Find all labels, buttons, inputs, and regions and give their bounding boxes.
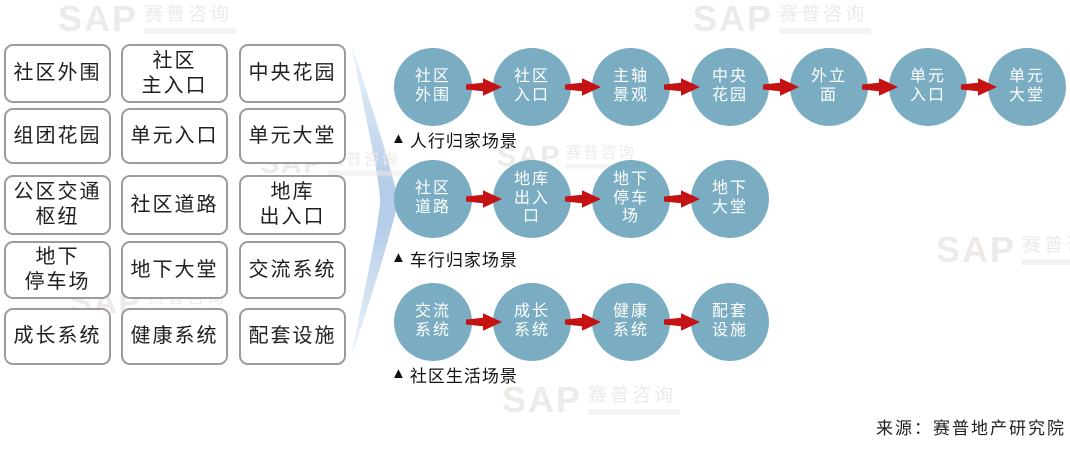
flow-0-node-4: 外立 面 (790, 48, 868, 126)
grid-box-13: 健康系统 (121, 308, 228, 365)
triangle-icon: ▲ (391, 250, 407, 266)
arrow-right-icon (466, 78, 502, 96)
flow-0-node-6: 单元 大堂 (988, 48, 1066, 126)
watermark-company-name: 赛普咨询 (144, 4, 233, 25)
flow-2-node-0: 交流 系统 (394, 283, 472, 361)
flow-1-node-1: 地库 出入 口 (493, 160, 571, 238)
grid-box-9: 地下 停车场 (4, 241, 111, 299)
flow-1-node-2: 地下 停车 场 (592, 160, 670, 238)
grid-box-4: 单元入口 (121, 108, 228, 164)
grid-box-8: 地库 出入口 (239, 175, 346, 235)
grid-box-10: 地下大堂 (121, 241, 228, 299)
grid-box-12: 成长系统 (4, 308, 111, 365)
watermark-subline (588, 409, 681, 415)
grid-box-5: 单元大堂 (239, 108, 346, 164)
flow-1-node-0: 社区 道路 (394, 160, 472, 238)
flow-2-node-2: 健康 系统 (592, 283, 670, 361)
grid-box-0: 社区外围 (4, 44, 111, 103)
source-note: 来源：赛普地产研究院 (876, 419, 1066, 438)
watermark-company-name: 赛普咨询 (565, 144, 637, 162)
watermark-subline (144, 28, 237, 34)
arrow-right-icon (862, 78, 898, 96)
arrow-right-icon (664, 78, 700, 96)
watermark-company-name: 赛普咨询 (588, 385, 677, 406)
flow-0-node-0: 社区 外围 (394, 48, 472, 126)
arrow-right-icon (664, 190, 700, 208)
arrow-right-icon (961, 78, 997, 96)
arrow-right-icon (466, 313, 502, 331)
grid-box-6: 公区交通 枢纽 (4, 175, 111, 235)
watermark-text: 赛普咨询 (1022, 236, 1070, 265)
watermark-brand-logo: SAP (936, 229, 1017, 270)
flow-0-node-5: 单元 入口 (889, 48, 967, 126)
flow-caption-0: ▲人行归家场景 (391, 127, 518, 152)
watermark-company-name: 赛普咨询 (779, 4, 868, 25)
grid-box-14: 配套设施 (239, 308, 346, 365)
flow-1-node-3: 地下 大堂 (691, 160, 769, 238)
grid-box-2: 中央花园 (239, 44, 346, 103)
watermark-text: 赛普咨询 (588, 385, 681, 415)
flow-0-node-2: 主轴 景观 (592, 48, 670, 126)
grid-box-11: 交流系统 (239, 241, 346, 299)
watermark-text: 赛普咨询 (779, 4, 872, 34)
arrow-right-icon (565, 313, 601, 331)
flow-caption-1: ▲车行归家场景 (391, 246, 518, 271)
flow-caption-label: 车行归家场景 (409, 251, 518, 270)
grid-box-3: 组团花园 (4, 108, 111, 164)
flow-2-node-1: 成长 系统 (493, 283, 571, 361)
watermark-company-name: 赛普咨询 (1022, 235, 1070, 256)
arrow-right-icon (565, 190, 601, 208)
watermark-subline (779, 28, 872, 34)
flow-0-node-3: 中央 花园 (691, 48, 769, 126)
flow-caption-label: 人行归家场景 (409, 132, 518, 151)
arrow-right-icon (466, 190, 502, 208)
arrow-right-icon (664, 313, 700, 331)
watermark-subline (1022, 259, 1070, 265)
flow-2-node-3: 配套 设施 (691, 283, 769, 361)
watermark-brand-logo: SAP (693, 0, 774, 39)
grid-box-7: 社区道路 (121, 175, 228, 235)
watermark-brand-logo: SAP (58, 0, 139, 39)
flow-caption-label: 社区生活场景 (409, 367, 518, 386)
flow-caption-2: ▲社区生活场景 (391, 362, 518, 387)
watermark-text: 赛普咨询 (144, 4, 237, 34)
arrow-right-icon (565, 78, 601, 96)
triangle-icon: ▲ (391, 131, 407, 147)
watermark-brand-logo: SAP (502, 379, 583, 420)
triangle-icon: ▲ (391, 366, 407, 382)
flow-0-node-1: 社区 入口 (493, 48, 571, 126)
arrow-right-icon (763, 78, 799, 96)
grid-box-1: 社区 主入口 (121, 44, 228, 103)
chevron-right-icon (351, 43, 398, 358)
